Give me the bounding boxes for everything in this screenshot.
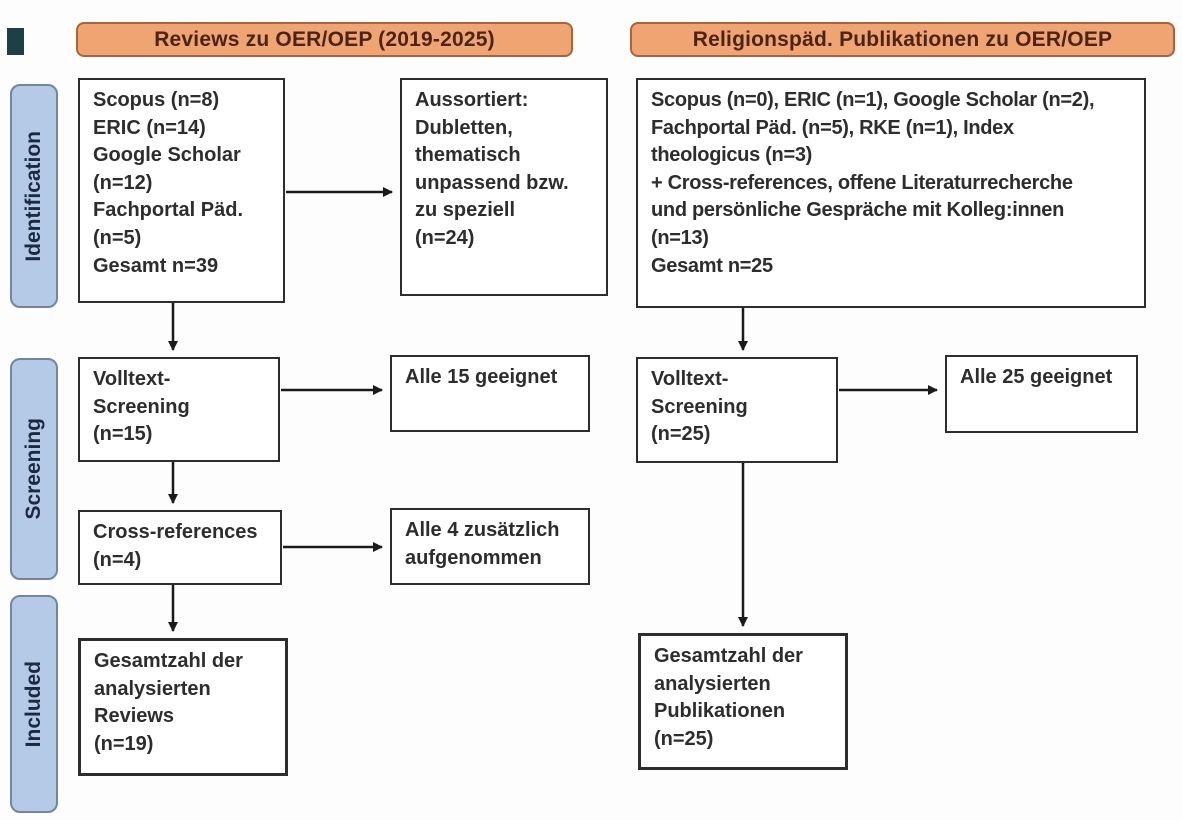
box-left-screening-outcome: Alle 15 geeignet (390, 355, 590, 432)
box-right-included-total: Gesamtzahl der analysierten Publikatione… (638, 633, 848, 770)
box-left-fulltext-screening: Volltext- Screening (n=15) (78, 357, 280, 462)
box-left-included-total: Gesamtzahl der analysierten Reviews (n=1… (78, 638, 288, 776)
box-right-identification-sources: Scopus (n=0), ERIC (n=1), Google Scholar… (636, 78, 1146, 308)
column-header-religionspaed: Religionspäd. Publikationen zu OER/OEP (630, 22, 1175, 57)
box-left-excluded: Aussortiert: Dubletten, thematisch unpas… (400, 78, 608, 296)
column-header-reviews: Reviews zu OER/OEP (2019-2025) (76, 22, 573, 57)
stage-label-identification-text: Identification (22, 130, 45, 262)
box-left-crossreferences: Cross-references (n=4) (78, 510, 282, 585)
box-right-fulltext-screening: Volltext- Screening (n=25) (636, 357, 838, 463)
box-right-screening-outcome: Alle 25 geeignet (945, 355, 1138, 433)
box-left-crossref-outcome: Alle 4 zusätzlich aufgenommen (390, 508, 590, 585)
stage-label-screening-text: Screening (22, 418, 45, 520)
stage-label-identification: Identification (10, 84, 58, 308)
stage-label-included-text: Included (22, 660, 45, 748)
stage-label-included: Included (10, 595, 58, 813)
corner-mark (7, 28, 24, 55)
box-left-identification-sources: Scopus (n=8) ERIC (n=14) Google Scholar … (78, 78, 285, 303)
stage-label-screening: Screening (10, 358, 58, 580)
